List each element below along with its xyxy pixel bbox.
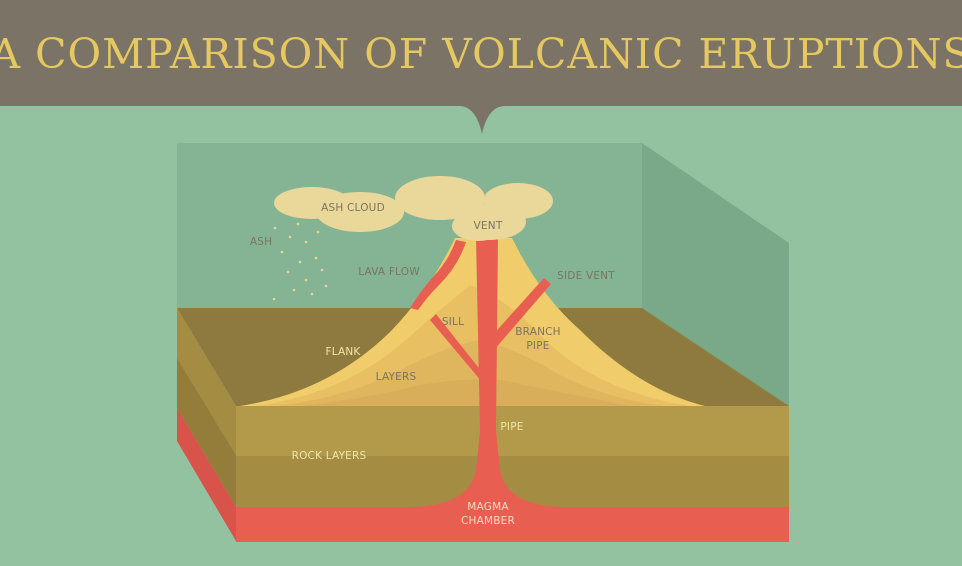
label-branch-pipe-2: PIPE xyxy=(526,340,549,352)
label-lava-flow: LAVA FLOW xyxy=(358,266,420,278)
magma-chamber-bulge xyxy=(413,430,560,507)
magma-chamber-band xyxy=(236,507,789,542)
label-rock-layers: ROCK LAYERS xyxy=(292,450,367,462)
label-magma-chamber-2: CHAMBER xyxy=(461,515,515,527)
label-flank: FLANK xyxy=(325,346,361,358)
label-ash: ASH xyxy=(250,236,272,248)
ash-particles xyxy=(272,210,328,301)
lava-flow xyxy=(410,240,466,310)
rock-layer-upper xyxy=(236,406,789,456)
label-sill: SILL xyxy=(442,316,464,328)
main-pipe xyxy=(476,238,498,430)
label-layers: LAYERS xyxy=(376,371,417,383)
label-vent: VENT xyxy=(474,220,503,232)
sky-right-wall xyxy=(642,143,789,406)
strata-left-1 xyxy=(177,308,236,455)
label-magma-chamber-1: MAGMA xyxy=(467,501,509,513)
page-title: A COMPARISON OF VOLCANIC ERUPTIONS xyxy=(0,30,962,78)
volcano-layer-3 xyxy=(300,379,630,406)
label-side-vent: SIDE VENT xyxy=(557,270,615,282)
header-band xyxy=(0,0,962,134)
branch-pipe xyxy=(490,278,551,350)
sill xyxy=(430,314,482,382)
strata-left-2 xyxy=(177,358,236,507)
volcano-layer-2 xyxy=(275,340,665,406)
sky-back-wall xyxy=(177,143,642,308)
label-ash-cloud: ASH CLOUD xyxy=(321,202,385,214)
label-pipe: PIPE xyxy=(500,421,523,433)
ash-cloud xyxy=(274,176,553,241)
magma-left-face xyxy=(177,408,236,541)
label-branch-pipe-1: BRANCH xyxy=(515,326,561,338)
